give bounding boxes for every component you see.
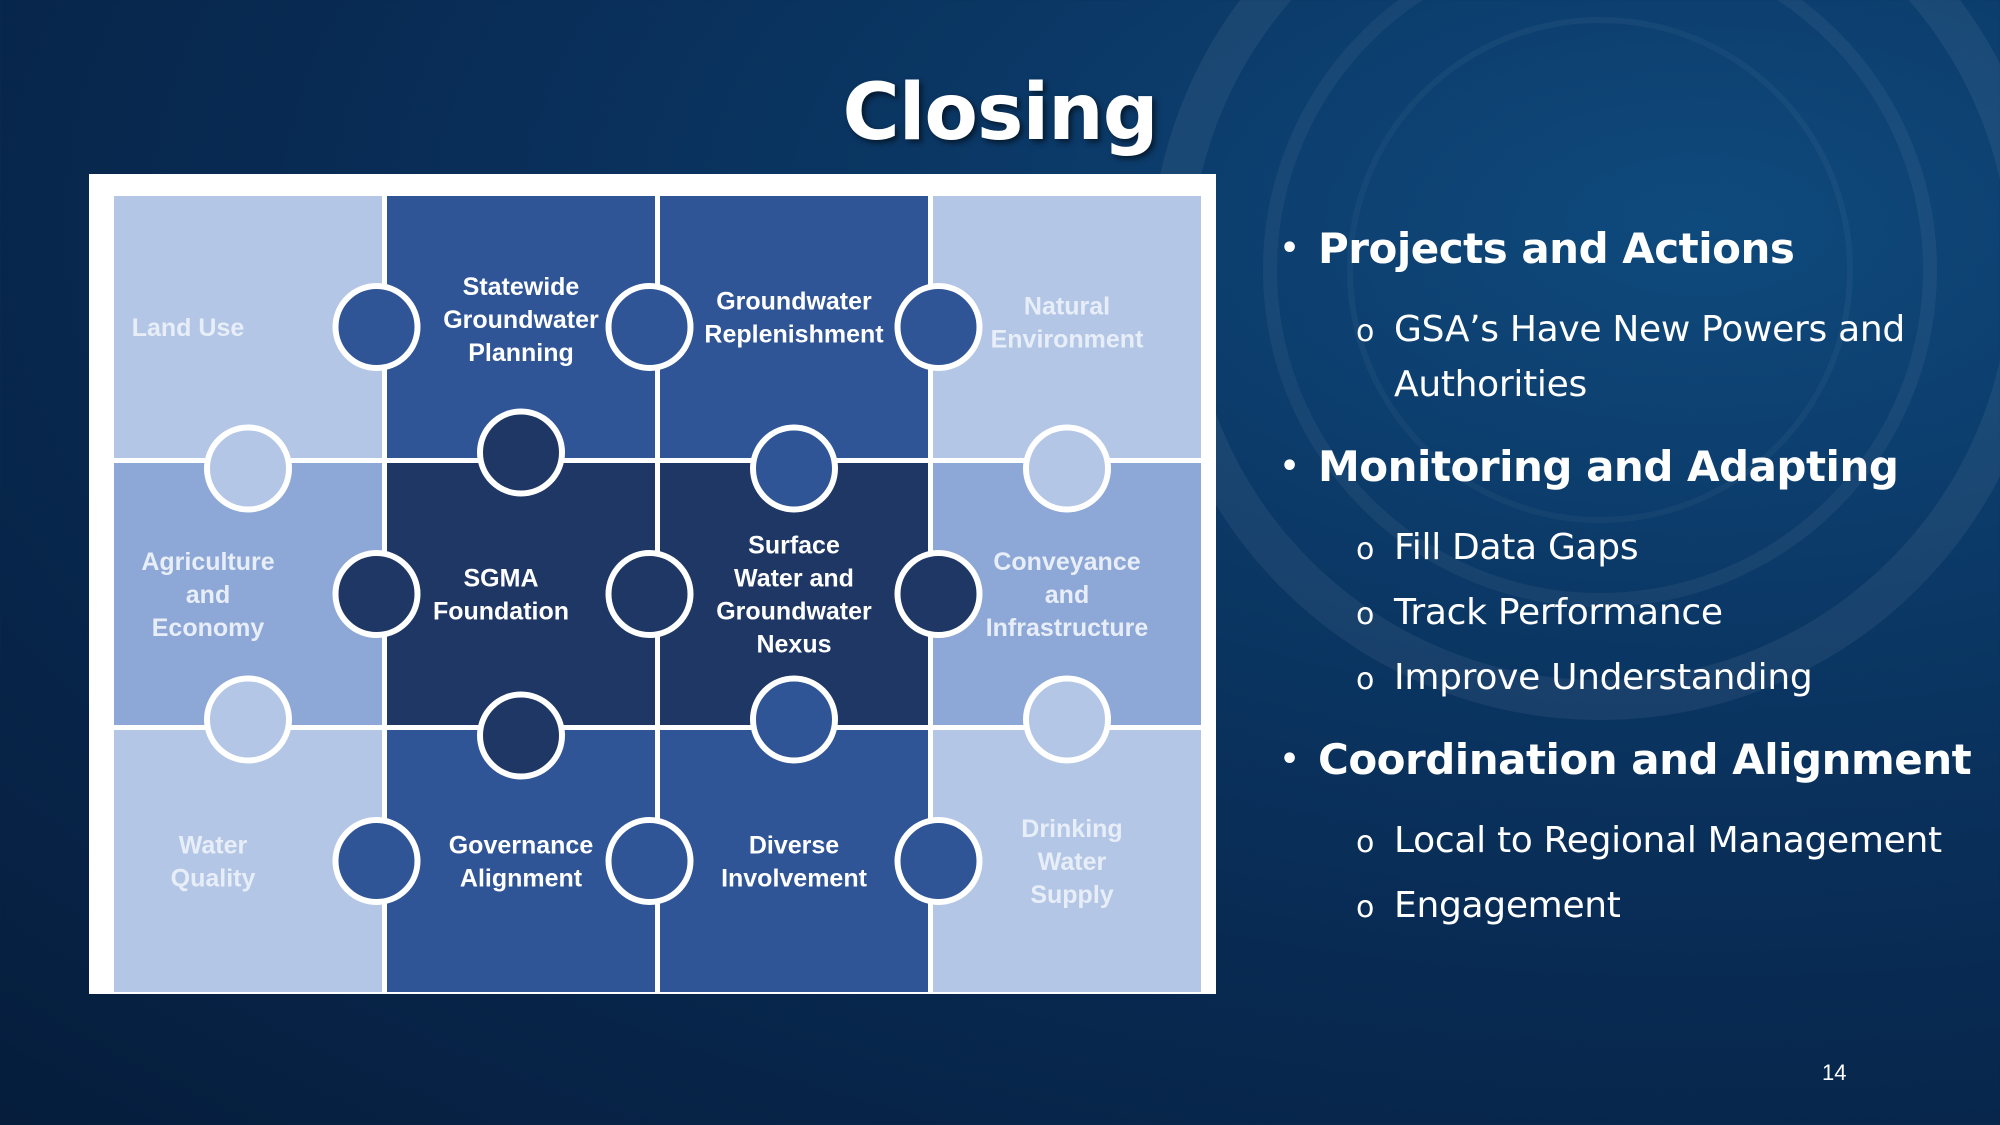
puzzle-knob [894,550,983,638]
puzzle-knob [477,691,565,780]
bullet-monitoring: • Monitoring and Adapting [1280,440,1980,494]
sub-bullet-text: Engagement [1394,885,1621,926]
puzzle-knob [605,817,694,905]
puzzle-knob [605,283,694,371]
bullet-list: • Projects and Actions o GSA’s Have New … [1280,222,1980,943]
puzzle-piece [660,730,928,992]
circle-bullet-icon: o [1356,825,1375,860]
puzzle-knob [894,283,983,371]
bullet-coordination: • Coordination and Alignment [1280,733,1980,787]
puzzle-knob [750,424,838,513]
sub-bullet-text: Track Performance [1394,592,1723,633]
circle-bullet-icon: o [1356,890,1375,925]
puzzle-knob [332,283,421,371]
sub-bullet: o Engagement [1280,878,1980,933]
sub-bullet-text: Fill Data Gaps [1394,527,1639,568]
puzzle-knob [477,408,565,497]
puzzle-knob [1023,675,1111,764]
bullet-projects: • Projects and Actions [1280,222,1980,276]
puzzle-knob [750,675,838,764]
bullet-dot-icon: • [1280,742,1299,777]
bullet-text: Coordination and Alignment [1318,735,1972,784]
slide-title: Closing [842,68,1158,158]
sub-bullet: o Local to Regional Management [1280,813,1980,868]
puzzle-knob [204,424,292,513]
page-number: 14 [1822,1060,1847,1085]
puzzle-knob [1023,424,1111,513]
bullet-dot-icon: • [1280,449,1299,484]
circle-bullet-icon: o [1356,662,1375,697]
sub-bullet-text: Local to Regional Management [1394,820,1942,861]
sub-bullet: o Improve Understanding [1280,650,1980,705]
circle-bullet-icon: o [1356,597,1375,632]
bullet-text: Monitoring and Adapting [1318,442,1899,491]
puzzle-knob [894,817,983,905]
sub-bullet: o GSA’s Have New Powers and Authorities [1280,302,1980,412]
puzzle-knob [605,550,694,638]
puzzle-knob [332,550,421,638]
circle-bullet-icon: o [1356,314,1375,349]
bullet-dot-icon: • [1280,231,1299,266]
bullet-text: Projects and Actions [1318,224,1795,273]
sub-bullet-text: Improve Understanding [1394,657,1813,698]
puzzle-knob [204,675,292,764]
circle-bullet-icon: o [1356,532,1375,567]
puzzle-knob [332,817,421,905]
puzzle-label: Land Use [132,314,245,342]
sub-bullet-text: GSA’s Have New Powers and Authorities [1394,309,1905,405]
sub-bullet: o Track Performance [1280,585,1980,640]
sub-bullet: o Fill Data Gaps [1280,520,1980,575]
puzzle-piece [660,196,928,458]
